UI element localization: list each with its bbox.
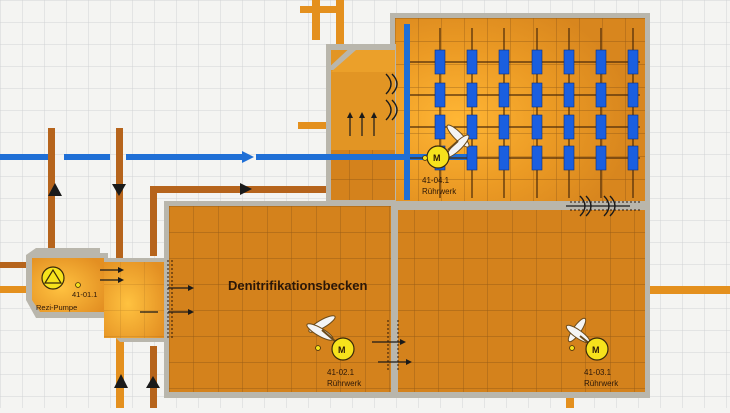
diffuser-icon	[434, 114, 446, 140]
diffuser-icon	[498, 82, 510, 108]
flow-arrow-icon	[146, 376, 160, 388]
denitrification-basin	[164, 201, 650, 398]
diffuser-icon	[627, 82, 639, 108]
diffuser-icon	[498, 114, 510, 140]
flow-arrow-icon	[48, 183, 62, 196]
diffuser-icon	[595, 82, 607, 108]
diffuser-icon	[595, 49, 607, 75]
mixer-top[interactable]	[426, 123, 471, 169]
diffuser-icon	[466, 145, 478, 171]
diffuser-icon	[627, 145, 639, 171]
mixer-left[interactable]	[305, 313, 355, 361]
diffuser-icon	[498, 145, 510, 171]
diffuser-icon	[563, 114, 575, 140]
motor-icon	[331, 337, 355, 361]
diffuser-icon	[563, 82, 575, 108]
diffuser-icon	[595, 114, 607, 140]
mixer-right-tag: 41-03.1	[584, 368, 612, 377]
gate-icon	[385, 73, 616, 217]
diffuser-icon	[531, 49, 543, 75]
mixer-right[interactable]	[564, 316, 609, 361]
diffuser-array	[434, 49, 639, 171]
motor-letter: M	[433, 153, 441, 163]
diffuser-icon	[627, 114, 639, 140]
motor-letter: M	[338, 345, 346, 355]
motor-icon	[585, 337, 609, 361]
pump-tag: 41-01.1	[72, 290, 97, 299]
mixer-right-name: Rührwerk	[584, 379, 619, 388]
diffuser-icon	[434, 82, 446, 108]
mixer-top-tag: 41-04.1	[422, 176, 450, 185]
recirculation-pump[interactable]	[41, 266, 65, 290]
diffuser-icon	[531, 82, 543, 108]
motor-letter: M	[592, 345, 600, 355]
diffuser-icon	[498, 49, 510, 75]
flow-arrow-icon	[240, 183, 252, 195]
diffuser-icon	[434, 49, 446, 75]
flow-arrow-icon	[114, 374, 128, 388]
flow-arrows	[48, 73, 640, 388]
diffuser-icon	[595, 145, 607, 171]
flow-arrow-icon	[242, 151, 254, 163]
aeration-tank	[326, 13, 650, 208]
diffuser-icon	[531, 145, 543, 171]
mixer-top-name: Rührwerk	[422, 187, 457, 196]
mixer-left-tag: 41-02.1	[327, 368, 355, 377]
basin-title: Denitrifikationsbecken	[228, 278, 367, 293]
mixer-left-name: Rührwerk	[327, 379, 362, 388]
diffuser-icon	[563, 145, 575, 171]
aeration-piping	[0, 24, 640, 200]
diffuser-icon	[563, 49, 575, 75]
diffuser-icon	[627, 49, 639, 75]
flow-arrow-icon	[112, 184, 126, 196]
pump-name: Rezi-Pumpe	[36, 303, 77, 312]
diffuser-icon	[466, 114, 478, 140]
diffuser-icon	[531, 114, 543, 140]
diffuser-icon	[466, 82, 478, 108]
diffuser-icon	[466, 49, 478, 75]
